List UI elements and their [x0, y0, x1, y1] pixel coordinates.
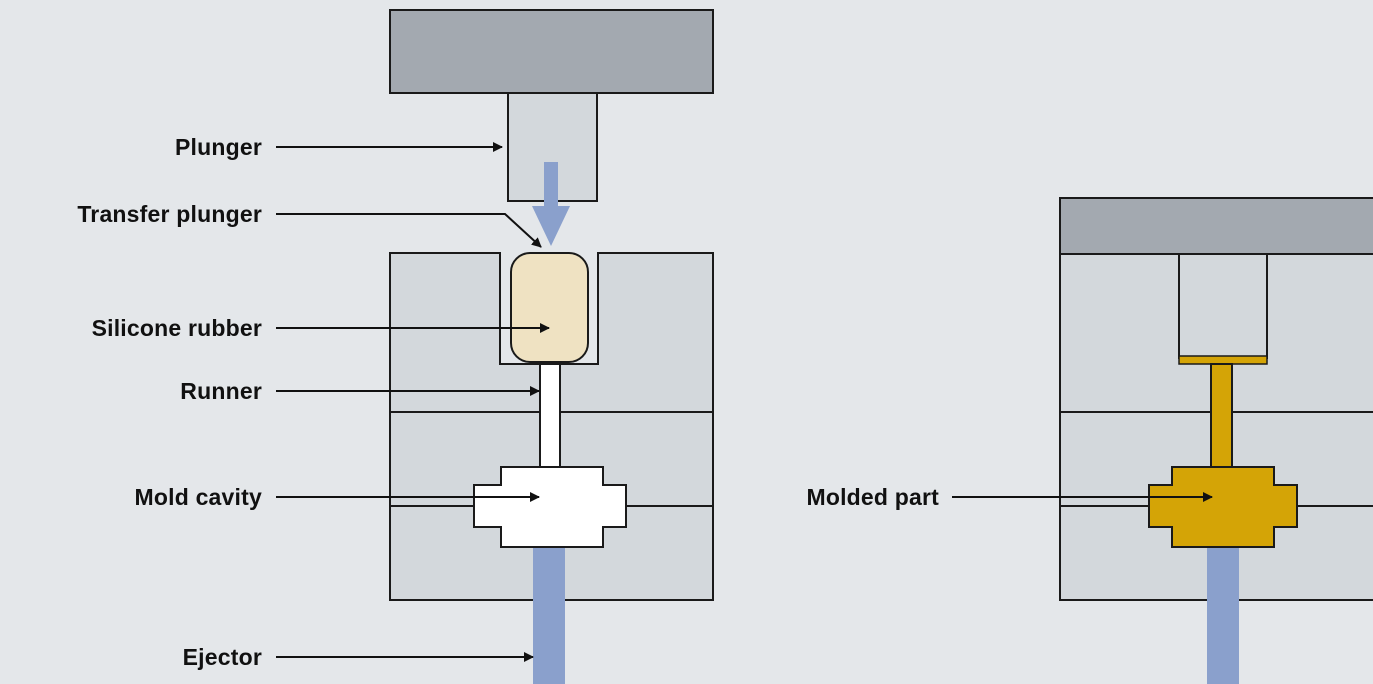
- ejector-label: Ejector: [183, 644, 262, 670]
- right-press-plate: [1059, 197, 1373, 255]
- ejector-pin: [533, 540, 565, 684]
- downward-flow-arrow: [532, 162, 570, 246]
- silicone-rubber-label: Silicone rubber: [92, 315, 262, 341]
- runner-label: Runner: [180, 378, 262, 404]
- right-ejector-pin: [1207, 540, 1239, 684]
- left-mold-assembly: [389, 9, 714, 684]
- transfer-plunger-label: Transfer plunger: [77, 201, 262, 227]
- labels: Plunger Transfer plunger Silicone rubber…: [77, 134, 939, 670]
- silicone-rubber-charge: [510, 252, 589, 363]
- left-press-plate: [389, 9, 714, 94]
- right-mold-assembly: [1059, 197, 1373, 684]
- plunger-label: Plunger: [175, 134, 262, 160]
- filled-runner: [1210, 363, 1233, 468]
- right-plunger: [1178, 253, 1268, 359]
- leader-lines: [276, 142, 1213, 662]
- cull-layer: [1178, 355, 1268, 365]
- mold-cavity-label: Mold cavity: [135, 484, 262, 510]
- mold-cavity: [473, 466, 627, 548]
- molded-part-label: Molded part: [806, 484, 939, 510]
- molded-part: [1148, 466, 1298, 548]
- runner-channel: [539, 363, 561, 468]
- transfer-plunger-leader: [276, 213, 542, 248]
